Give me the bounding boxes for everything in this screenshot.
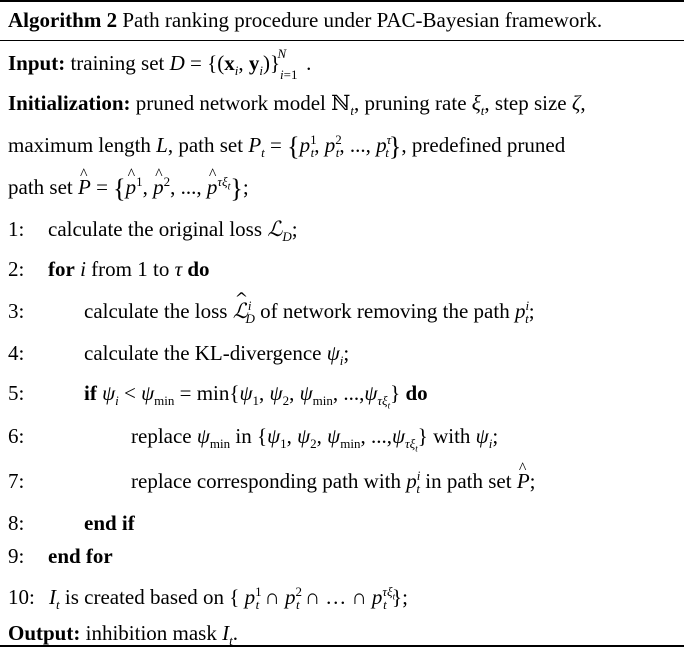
step-3-number: 3: [8,299,25,323]
step-6-number: 6: [8,424,25,448]
step-4-text: calculate the KL-divergence ψi; [84,341,350,369]
step-8-number: 8: [8,511,25,535]
input-label: Input: [8,51,66,75]
initialization-label: Initialization: [8,91,131,115]
initialization-line3: path set P = {p1, p2, ..., pτξt}; [8,162,249,202]
step-7-text: replace corresponding path with pit in p… [131,456,536,495]
step-4-number: 4: [8,341,25,365]
step-9-number: 9: [8,544,25,568]
end-if-keyword: end if [84,511,135,535]
output-label: Output: [8,621,81,645]
step-7-number: 7: [8,469,25,493]
bottom-rule [0,645,684,647]
algorithm-caption: Algorithm 2 Path ranking procedure under… [8,7,602,33]
output-line: Output: inhibition mask It. [8,620,238,649]
step-10-number: 10: [8,585,35,609]
algorithm-label: Algorithm 2 [8,8,118,32]
step-6-text: replace ψmin in {ψ1, ψ2, ψmin, ...,ψτξt}… [131,424,499,454]
step-2-number: 2: [8,257,25,281]
top-rule [0,0,684,2]
initialization-line2: maximum length L, path set Pt = {p1t, p2… [8,132,566,161]
step-3-text: calculate the loss ℒiD of network removi… [84,286,535,325]
step-1-text: calculate the original loss ℒD; [48,217,298,245]
step-5-text: if ψi < ψmin = min{ψ1, ψ2, ψmin, ...,ψτξ… [84,381,428,411]
header-rule [0,40,684,41]
initialization-text-1: pruned network model ℕt, pruning rate ξt… [135,91,586,119]
step-1-number: 1: [8,217,25,241]
end-for-keyword: end for [48,544,113,568]
input-text: training set D = {(xi, yi)}i=1N. [70,46,312,83]
input-line: Input: training set D = {(xi, yi)}i=1N. [8,46,312,83]
step-8-text: end if [84,510,135,536]
step-2-text: for i from 1 to τ do [48,257,210,281]
step-9-text: end for [48,543,113,569]
step-10-text: It is created based on { p1t ∩ p2t ∩ … ∩… [49,584,408,613]
initialization-line1: Initialization: pruned network model ℕt,… [8,90,586,119]
output-text: inhibition mask It. [85,621,238,649]
algorithm-title: Path ranking procedure under PAC-Bayesia… [122,8,603,32]
step-5-number: 5: [8,381,25,405]
